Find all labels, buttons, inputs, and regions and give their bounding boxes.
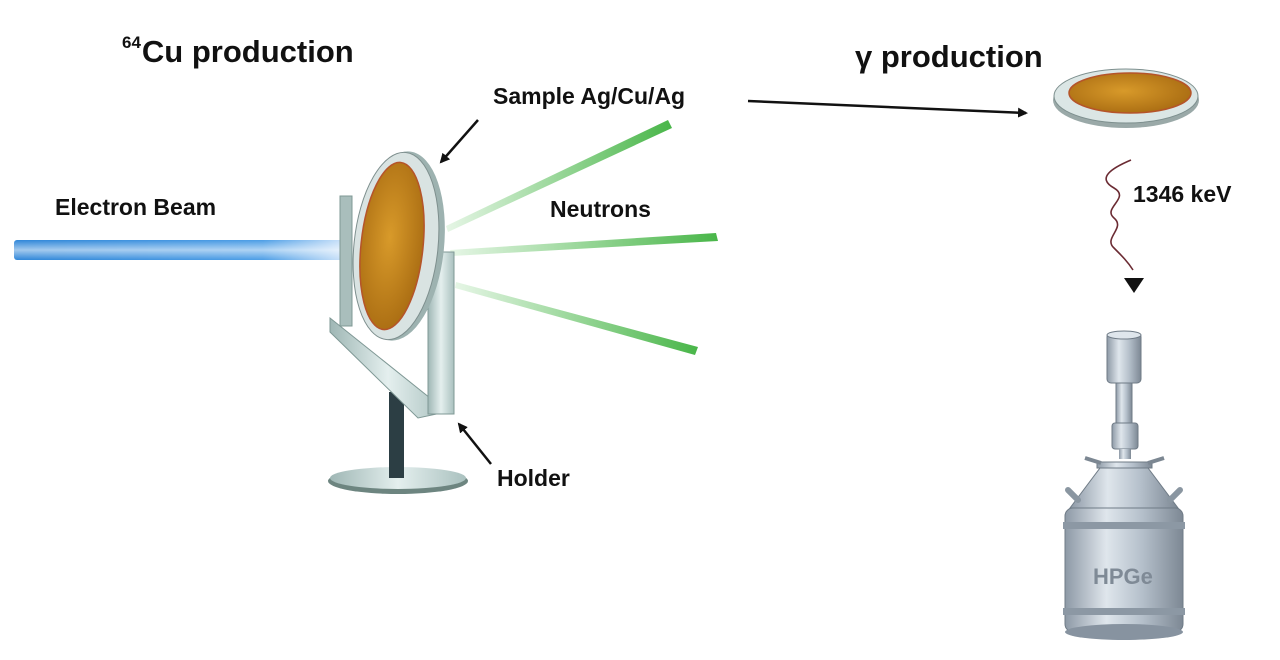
neutron-ray-icon — [446, 120, 718, 355]
neutrons-label: Neutrons — [550, 196, 651, 222]
electron-beam-label: Electron Beam — [55, 194, 217, 220]
electron-beam-icon — [14, 240, 346, 260]
cu-production-title: 64Cu production — [122, 34, 354, 67]
isotope-mass-number: 64 — [122, 33, 141, 52]
holder-label: Holder — [497, 465, 570, 491]
gamma-energy-label: 1346 keV — [1133, 181, 1232, 207]
detector-label: HPGe — [1093, 564, 1153, 589]
gamma-wave-icon — [1105, 159, 1144, 293]
arrow-icon — [439, 99, 1028, 465]
gamma-production-title: γ production — [855, 39, 1043, 74]
sample-label: Sample Ag/Cu/Ag — [493, 83, 686, 109]
sample-disk-icon — [1053, 68, 1199, 128]
sample-disk-icon — [352, 151, 445, 341]
hpge-detector-icon — [1063, 330, 1185, 640]
cu-production-label: Cu production — [141, 34, 354, 69]
